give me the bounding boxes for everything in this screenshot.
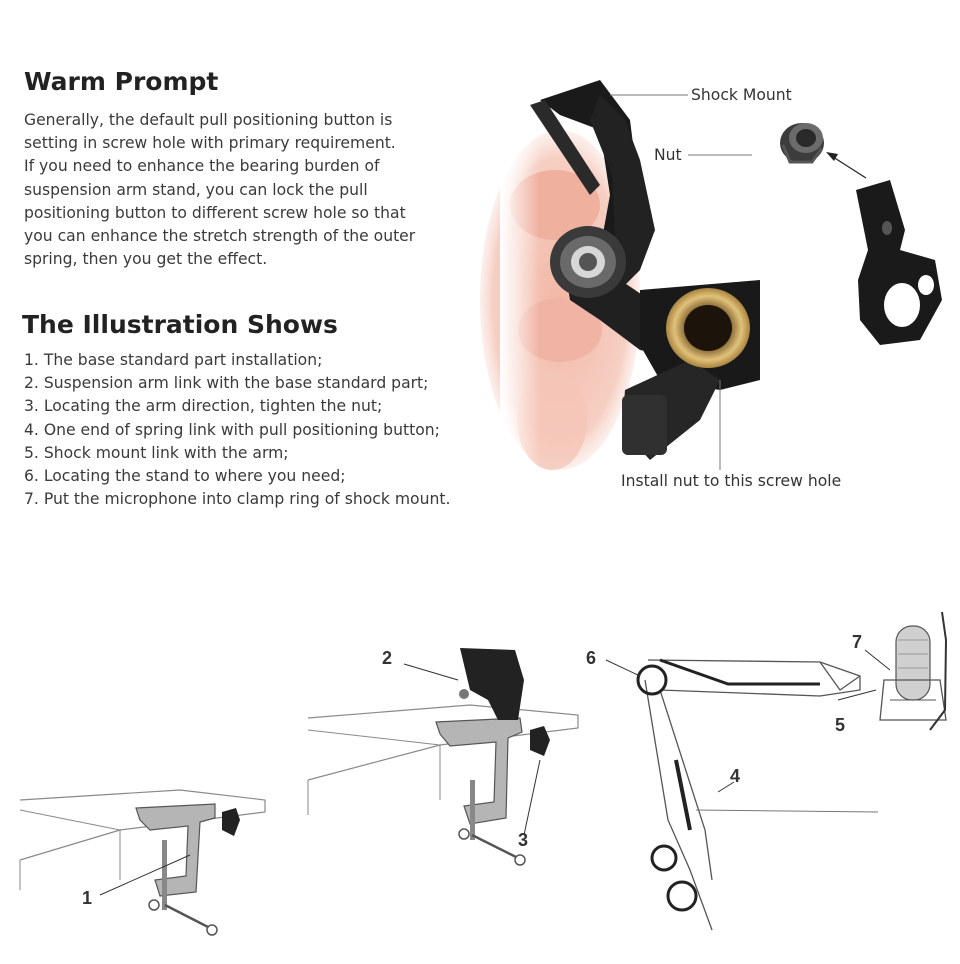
diagram-number-1: 1 <box>82 888 93 908</box>
diagram-number-3: 3 <box>518 830 529 850</box>
warm-prompt-line: spring, then you get the effect. <box>24 250 268 269</box>
step-item: 3. Locating the arm direction, tighten t… <box>24 397 383 416</box>
warm-prompt-line: setting in screw hole with primary requi… <box>24 134 396 153</box>
shock-mount-label: Shock Mount <box>691 86 792 104</box>
screw-hole-label: Install nut to this screw hole <box>621 472 842 490</box>
hand-image <box>480 60 640 520</box>
clamp-ring <box>550 226 626 298</box>
nut-label: Nut <box>654 146 682 164</box>
step-item: 5. Shock mount link with the arm; <box>24 443 289 462</box>
diagram-step-4-7 <box>605 649 891 931</box>
diagram-number-5: 5 <box>835 715 846 735</box>
photo-leader-lines <box>610 94 752 470</box>
diagram-step-1 <box>19 789 266 936</box>
step-item: 2. Suspension arm link with the base sta… <box>24 374 429 393</box>
step-item: 4. One end of spring link with pull posi… <box>24 420 440 439</box>
nut-image <box>780 123 824 164</box>
illustration-title: The Illustration Shows <box>22 310 338 339</box>
illustration-steps: 1. The base standard part installation; … <box>24 349 450 511</box>
step-item: 6. Locating the stand to where you need; <box>24 467 346 486</box>
microphone-drawing <box>879 611 948 731</box>
warm-prompt-title: Warm Prompt <box>24 67 219 96</box>
diagram-number-4: 4 <box>730 766 741 786</box>
warm-prompt-line: positioning button to different screw ho… <box>24 203 406 222</box>
diagram-step-2-3 <box>307 648 579 866</box>
warm-prompt-line: you can enhance the stretch strength of … <box>24 227 416 246</box>
warm-prompt-text: Generally, the default pull positioning … <box>24 109 415 271</box>
clamp-piece-image <box>856 180 942 345</box>
warm-prompt-line: suspension arm stand, you can lock the p… <box>24 180 368 199</box>
diagram-number-6: 6 <box>586 648 597 668</box>
step-item: 7. Put the microphone into clamp ring of… <box>24 490 451 509</box>
step-item: 1. The base standard part installation; <box>24 351 323 369</box>
brass-screw-hole <box>666 288 750 368</box>
warm-prompt-line: If you need to enhance the bearing burde… <box>24 157 380 176</box>
warm-prompt-line: Generally, the default pull positioning … <box>24 111 393 129</box>
arrow-icon <box>826 152 867 179</box>
diagram-number-7: 7 <box>852 632 863 652</box>
diagram-number-2: 2 <box>382 648 393 668</box>
